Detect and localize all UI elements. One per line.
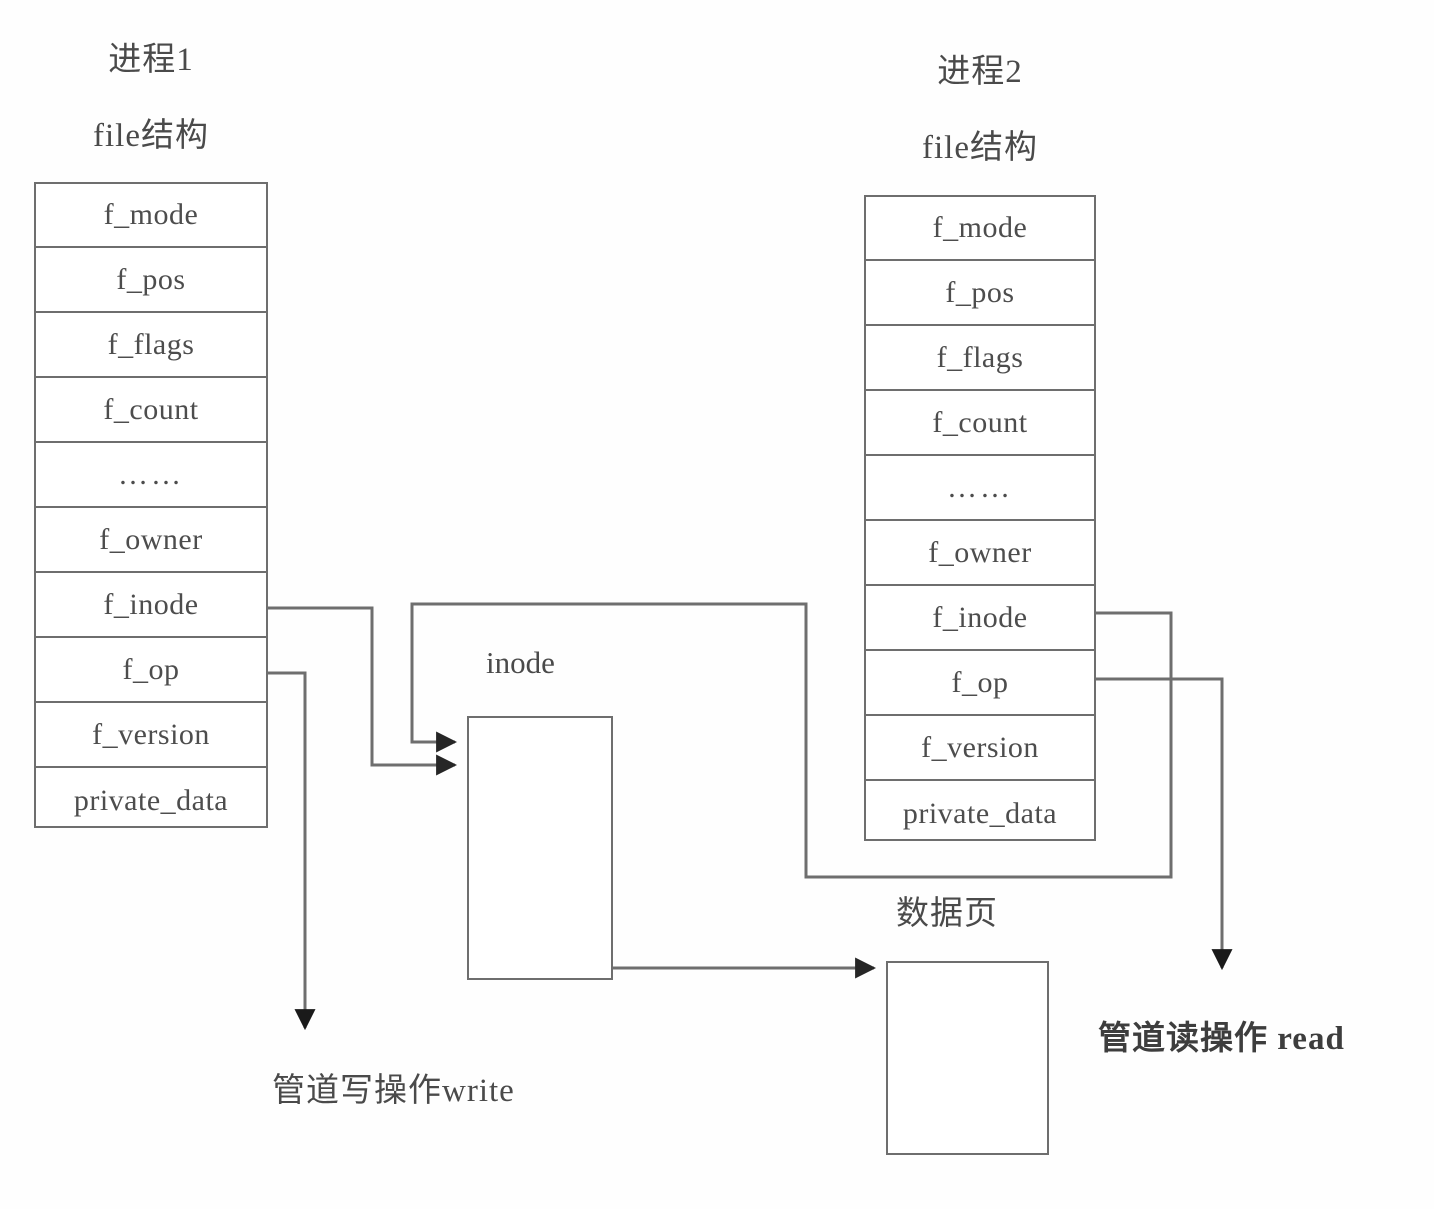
- inode-label: inode: [486, 645, 555, 680]
- wire-p1-finode-to-inode: [268, 606, 458, 776]
- field-row: f_version: [36, 703, 266, 768]
- pipe-read-label: 管道读操作 read: [1098, 1021, 1345, 1057]
- field-row-ellipsis: ……: [866, 456, 1094, 521]
- field-row: f_pos: [866, 261, 1094, 326]
- wire-p1-fop-to-write: [268, 671, 316, 1031]
- process2-title: 进程2: [937, 54, 1023, 90]
- field-row: f_count: [866, 391, 1094, 456]
- field-row: private_data: [73, 783, 229, 817]
- inode-box: [467, 716, 613, 980]
- field-row: f_version: [866, 716, 1094, 781]
- process1-file-struct: f_mode f_pos f_flags f_count …… f_owner …: [34, 182, 268, 828]
- field-row-f-op: f_op: [866, 651, 1094, 716]
- field-row: f_flags: [866, 326, 1094, 391]
- field-row-f-inode: f_inode: [866, 586, 1094, 651]
- process2-file-struct: f_mode f_pos f_flags f_count …… f_owner …: [864, 195, 1096, 841]
- field-row: private_data: [902, 796, 1058, 830]
- data-page-box: [886, 961, 1049, 1155]
- field-row: f_mode: [866, 197, 1094, 261]
- process2-struct-title: file结构: [922, 130, 1038, 166]
- wire-p2-fop-to-read: [1096, 677, 1233, 971]
- process1-title: 进程1: [108, 42, 194, 78]
- field-row: f_mode: [36, 184, 266, 248]
- field-row-f-inode: f_inode: [36, 573, 266, 638]
- data-page-label: 数据页: [896, 896, 998, 932]
- field-row: f_flags: [36, 313, 266, 378]
- field-row-ellipsis: ……: [36, 443, 266, 508]
- field-row: f_owner: [866, 521, 1094, 586]
- field-row: f_owner: [36, 508, 266, 573]
- pipe-write-label: 管道写操作write: [272, 1073, 515, 1109]
- process1-struct-title: file结构: [93, 118, 209, 154]
- field-row-f-op: f_op: [36, 638, 266, 703]
- field-row: f_pos: [36, 248, 266, 313]
- field-row: f_count: [36, 378, 266, 443]
